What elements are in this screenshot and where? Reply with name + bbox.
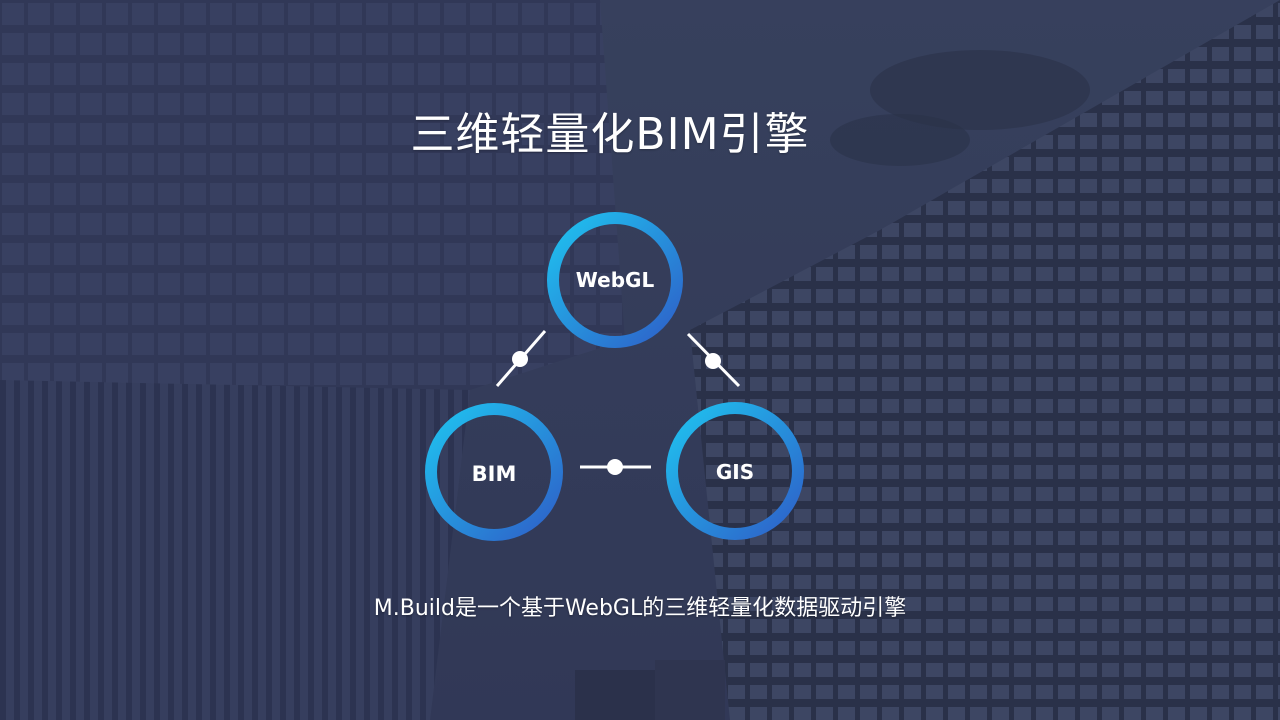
node-bim-label: BIM (472, 462, 517, 486)
slide-title: 三维轻量化BIM引擎 (410, 109, 810, 160)
connector-webgl-bim (495, 330, 547, 387)
node-gis-label: GIS (716, 460, 754, 484)
connector-webgl-gis (686, 332, 741, 388)
connector-bim-gis (580, 459, 651, 475)
node-bim: BIM (425, 403, 563, 541)
slide-subtitle: M.Build是一个基于WebGL的三维轻量化数据驱动引擎 (373, 596, 907, 621)
node-gis: GIS (666, 402, 804, 540)
node-webgl-label: WebGL (576, 268, 655, 292)
node-webgl: WebGL (547, 212, 683, 348)
